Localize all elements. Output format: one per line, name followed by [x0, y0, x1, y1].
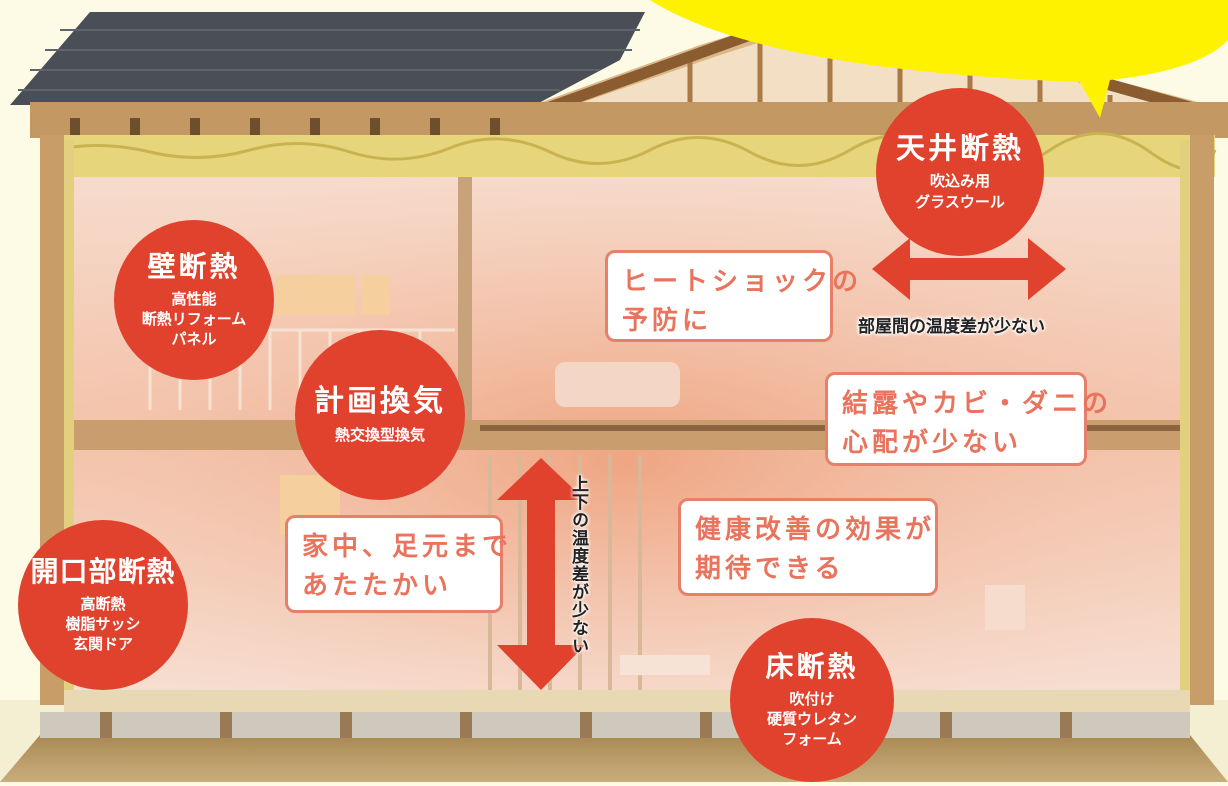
benefit-line: ヒートショックの — [622, 267, 863, 297]
warm-feet-benefit-box: 家中、足元まで あたたかい — [285, 515, 513, 613]
detail-line: 吹込み用 — [929, 172, 990, 191]
callout-title: 計画換気 — [314, 383, 446, 419]
wall-insulation-callout: 壁断熱 高性能 断熱リフォーム パネル — [114, 220, 274, 380]
detail-line: グラスウール — [915, 192, 1005, 211]
detail-line: 硬質ウレタン — [766, 709, 857, 728]
detail-line: 吹付け — [789, 689, 835, 708]
detail-line: 高断熱 — [80, 594, 126, 613]
callout-detail: 高断熱 樹脂サッシ 玄関ドア — [65, 594, 140, 655]
room-temp-difference-label: 部屋間の温度差が少ない — [858, 317, 1045, 337]
callout-title: 壁断熱 — [147, 249, 241, 283]
condensation-benefit-box: 結露やカビ・ダニの 心配が少ない — [825, 372, 1113, 466]
callout-detail: 吹付け 硬質ウレタン フォーム — [767, 689, 857, 750]
detail-line: フォーム — [782, 730, 842, 749]
speech-bubble — [650, 0, 1228, 118]
callout-title: 天井断熱 — [895, 131, 1024, 166]
detail-line: 樹脂サッシ — [65, 614, 141, 633]
benefit-line: 期待できる — [695, 554, 845, 584]
benefit-line: 結露やカビ・ダニの — [842, 389, 1113, 419]
heat-shock-benefit-box: ヒートショックの 予防に — [605, 250, 863, 342]
benefit-line: 健康改善の効果が — [695, 515, 936, 545]
benefit-line: あたたかい — [302, 571, 453, 601]
floor-insulation-callout: 床断熱 吹付け 硬質ウレタン フォーム — [730, 618, 894, 782]
callout-detail: 高性能 断熱リフォーム パネル — [142, 289, 247, 350]
callout-title: 床断熱 — [765, 649, 859, 683]
benefit-line: 予防に — [622, 306, 713, 336]
callout-detail: 熱交換型換気 — [335, 425, 425, 445]
detail-line: 玄関ドア — [72, 635, 133, 654]
horizontal-double-arrow — [872, 238, 1066, 300]
detail-line: 熱交換型換気 — [334, 426, 425, 445]
vertical-double-arrow — [497, 458, 585, 690]
callout-detail: 吹込み用 グラスウール — [915, 171, 1005, 212]
detail-line: 断熱リフォーム — [141, 309, 247, 328]
detail-line: 高性能 — [171, 289, 217, 308]
benefit-line: 心配が少ない — [842, 428, 1023, 458]
ceiling-insulation-callout: 天井断熱 吹込み用 グラスウール — [876, 88, 1044, 256]
benefit-line: 家中、足元まで — [302, 532, 513, 562]
detail-line: パネル — [171, 330, 217, 349]
health-benefit-box: 健康改善の効果が 期待できる — [678, 498, 938, 596]
callout-title: 開口部断熱 — [30, 554, 176, 588]
vertical-temp-difference-label: 上下の温度差が少ない — [568, 475, 588, 655]
ventilation-callout: 計画換気 熱交換型換気 — [295, 330, 465, 500]
opening-insulation-callout: 開口部断熱 高断熱 樹脂サッシ 玄関ドア — [18, 520, 188, 690]
